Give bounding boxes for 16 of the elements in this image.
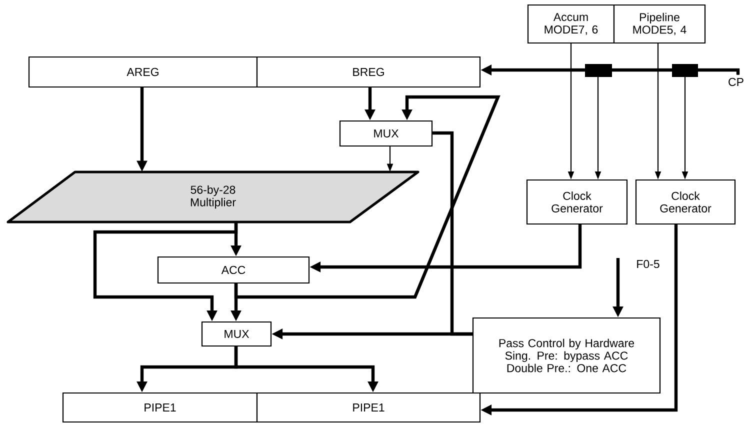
register-box: AREG bbox=[28, 56, 258, 88]
multiplier-parallelogram: 56-by-28 Multiplier bbox=[6, 170, 420, 224]
accumulator-box: ACC bbox=[157, 256, 310, 284]
mux-box: MUX bbox=[201, 321, 272, 347]
mode-box: Accum MODE7, 6 bbox=[527, 4, 615, 44]
register-box: PIPE1 bbox=[256, 392, 481, 423]
clock-generator-box: Clock Generator bbox=[635, 179, 736, 225]
register-box: BREG bbox=[256, 56, 481, 88]
edge-label: F0-5 bbox=[635, 258, 661, 270]
mode-box: Pipeline MODE5, 4 bbox=[613, 4, 706, 44]
register-box: PIPE1 bbox=[62, 392, 258, 423]
mux-box: MUX bbox=[339, 120, 433, 147]
arrow bbox=[234, 95, 500, 299]
signal-label: CP bbox=[728, 78, 744, 86]
clock-generator-box: Clock Generator bbox=[526, 179, 628, 225]
control-box: Pass Control by Hardware Sing. Pre: bypass ACC Double Pre.: One ACC bbox=[472, 317, 661, 394]
